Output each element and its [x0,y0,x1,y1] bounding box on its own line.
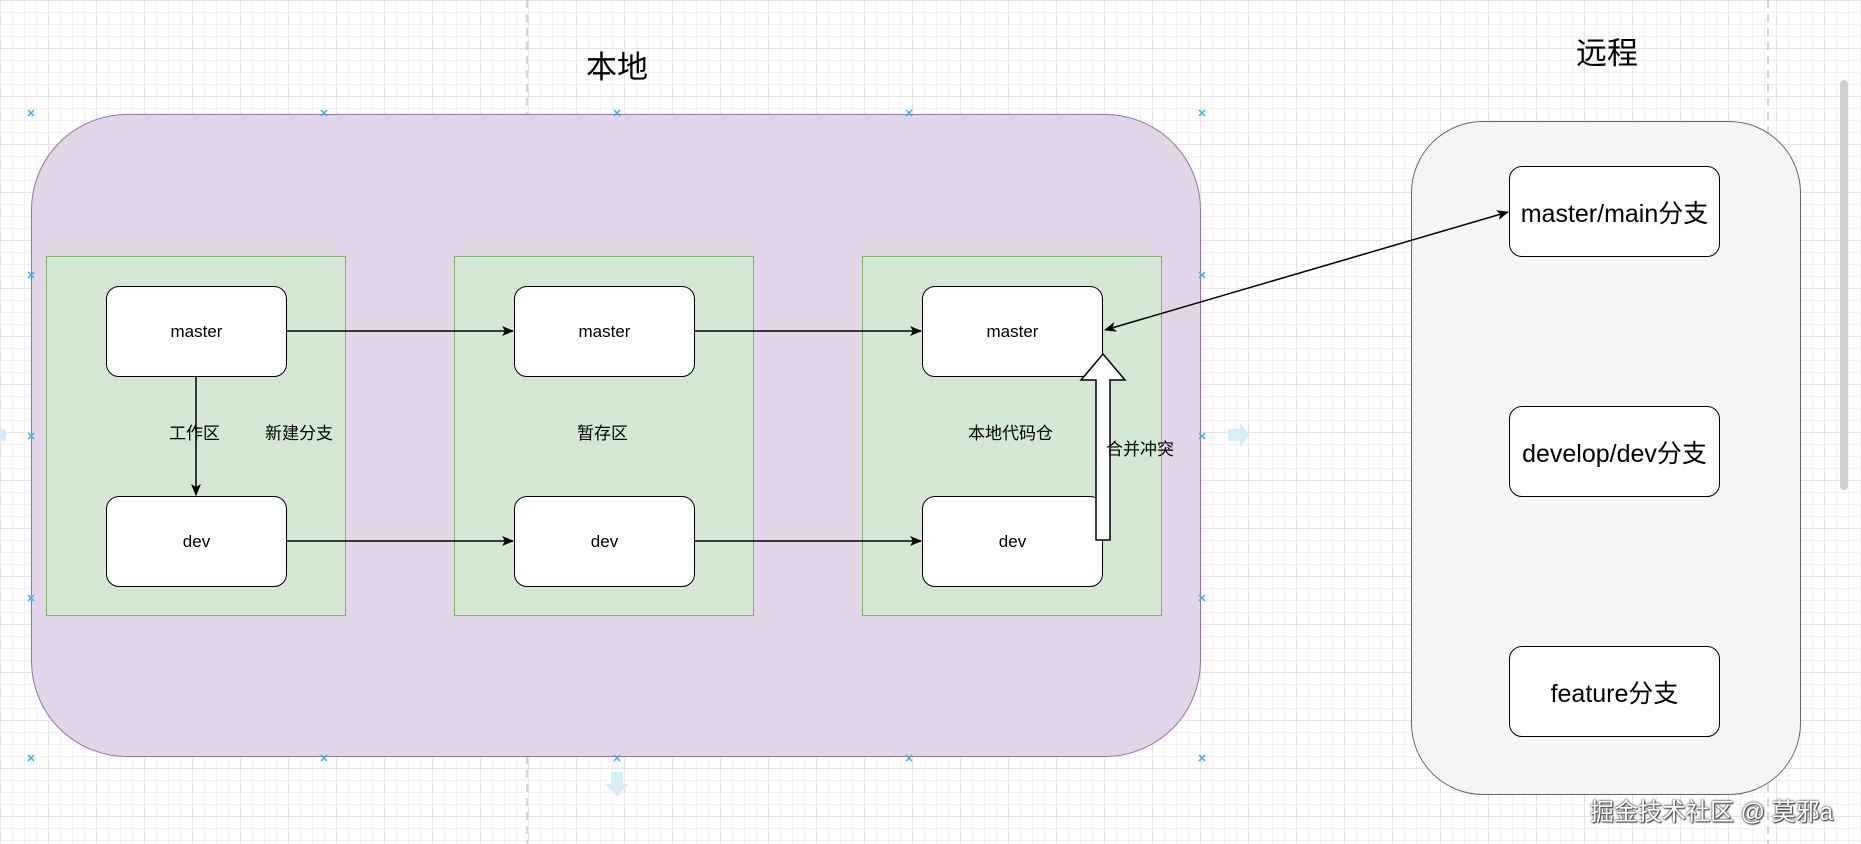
remote-master-main-node[interactable]: master/main分支 [1509,166,1720,257]
arrow-sync-remote-master[interactable] [1104,210,1509,332]
working-master-node[interactable]: master [106,286,287,377]
staging-master-node[interactable]: master [514,286,695,377]
merge-up-arrow[interactable] [1079,352,1127,541]
staging-dev-node[interactable]: dev [514,496,695,587]
repo-master-node[interactable]: master [922,286,1103,377]
remote-title[interactable]: 远程 [1576,36,1638,71]
repo-dev-node[interactable]: dev [922,496,1103,587]
local-title[interactable]: 本地 [586,50,648,85]
staging-area-label[interactable]: 暂存区 [577,424,628,443]
connection-hints [0,423,1250,796]
local-repo-label[interactable]: 本地代码仓 [968,424,1053,443]
working-dev-node[interactable]: dev [106,496,287,587]
watermark: 掘金技术社区 @ 莫邪a [1590,799,1834,826]
new-branch-label[interactable]: 新建分支 [265,424,333,443]
working-area-label[interactable]: 工作区 [169,424,220,443]
vertical-scrollbar[interactable] [1840,80,1848,490]
selection-handles [27,109,1206,762]
merge-conflict-label[interactable]: 合并冲突 [1106,440,1174,459]
remote-develop-dev-node[interactable]: develop/dev分支 [1509,406,1720,497]
remote-feature-node[interactable]: feature分支 [1509,646,1720,737]
